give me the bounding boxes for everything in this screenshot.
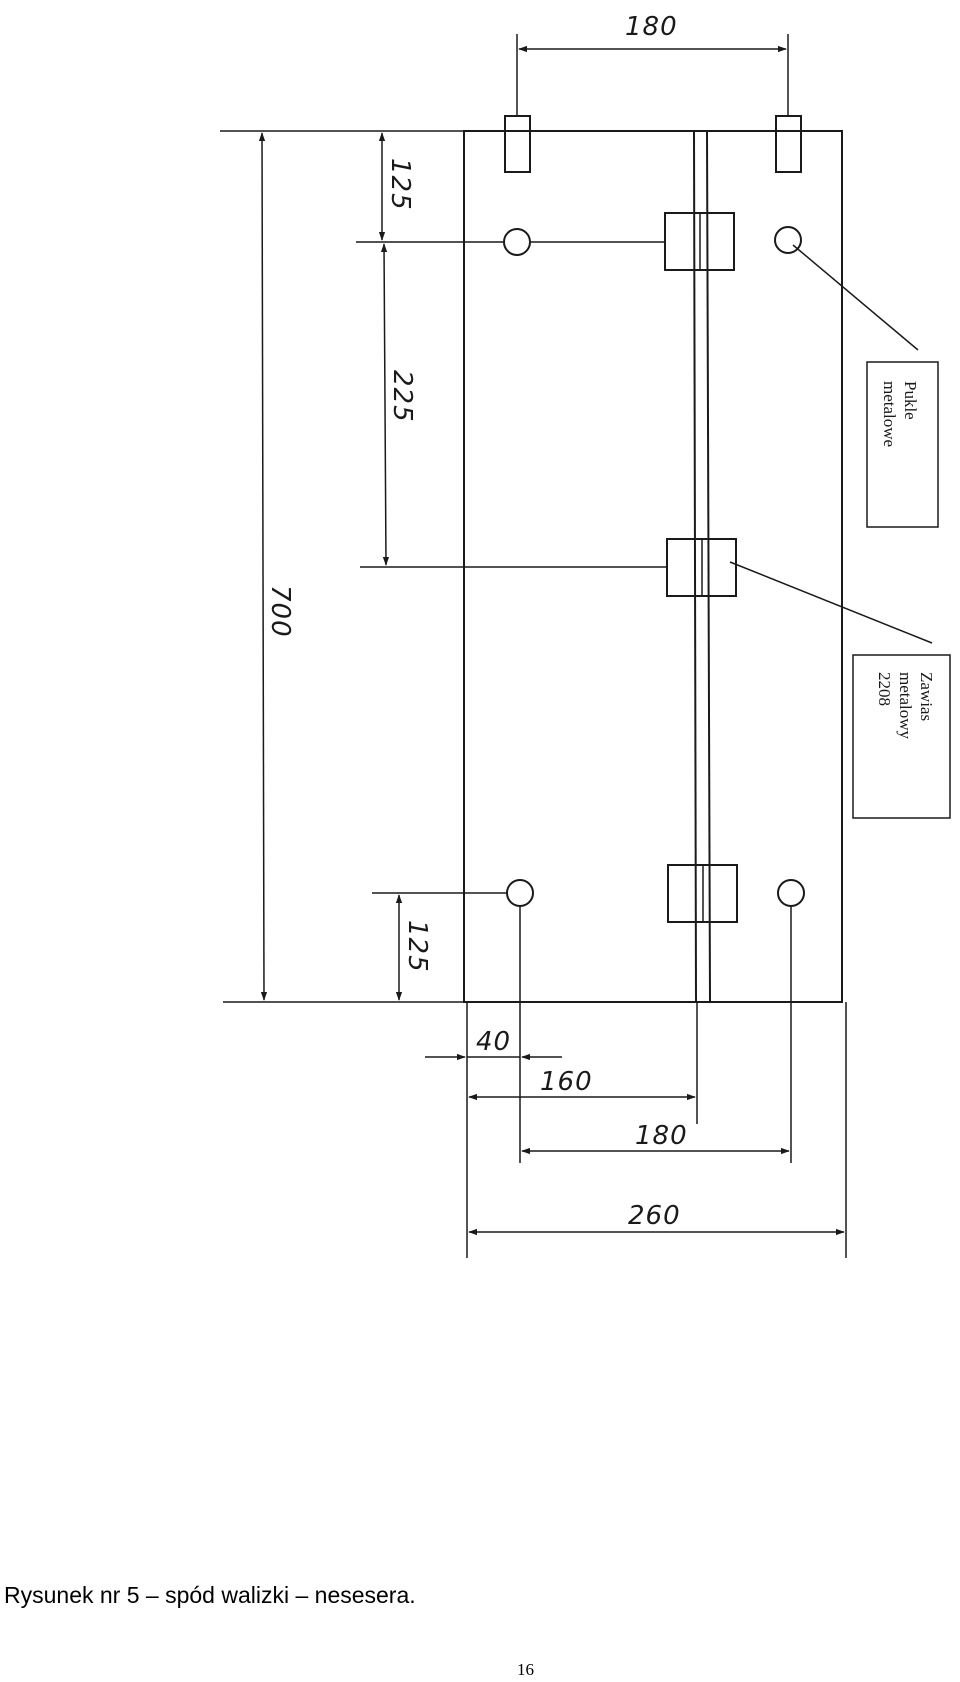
dim-bottom-offset: 125 [395,894,432,1001]
extension-lines-horizontal [220,130,667,1003]
label-hinge-line-3: 2208 [875,672,894,706]
label-hinge-line-2: metalowy [896,672,915,740]
dim-hinge-offset-label: 160 [540,1067,593,1097]
stud-bottom-right [777,879,805,907]
dim-hinge-offset: 160 [468,1067,696,1101]
dim-middle-span: 225 [380,243,417,566]
figure-caption: Rysunek nr 5 – spód walizki – nesesera. [4,1582,416,1608]
stud-top-left [503,228,531,256]
hinge-middle [666,538,737,597]
dim-middle-span-label: 225 [387,370,417,423]
dim-top-offset-label: 125 [385,158,415,211]
dim-bottom-offset-label: 125 [402,920,432,973]
dim-overall-width: 260 [468,1201,845,1236]
dim-edge-offset: 40 [425,1027,562,1061]
label-studs: Pukle metalowe [792,244,939,528]
dim-overall-width-label: 260 [628,1201,681,1231]
stud-top-right [774,226,802,254]
extension-lines-vertical [466,906,847,1258]
dim-bottom-spacing-label: 180 [635,1121,688,1151]
top-clip-right [775,115,802,173]
dim-overall-height-label: 700 [265,585,295,638]
label-studs-line-1: Pukle [901,381,920,420]
stud-bottom-left [506,879,534,907]
dim-top-width: 180 [516,12,789,116]
page-number: 16 [517,1660,534,1679]
dim-overall-height: 700 [258,132,295,1001]
dim-top-offset: 125 [378,132,415,241]
label-hinge: Zawias metalowy 2208 [729,561,951,819]
hinge-top [664,212,735,271]
label-studs-line-2: metalowe [880,381,899,447]
dim-edge-offset-label: 40 [476,1027,511,1057]
top-clip-left [504,115,531,173]
label-hinge-line-1: Zawias [917,672,936,721]
dim-top-width-label: 180 [625,12,678,42]
dim-bottom-spacing: 180 [521,1121,790,1155]
hinge-spine [693,130,711,1003]
hinge-bottom [667,864,738,923]
